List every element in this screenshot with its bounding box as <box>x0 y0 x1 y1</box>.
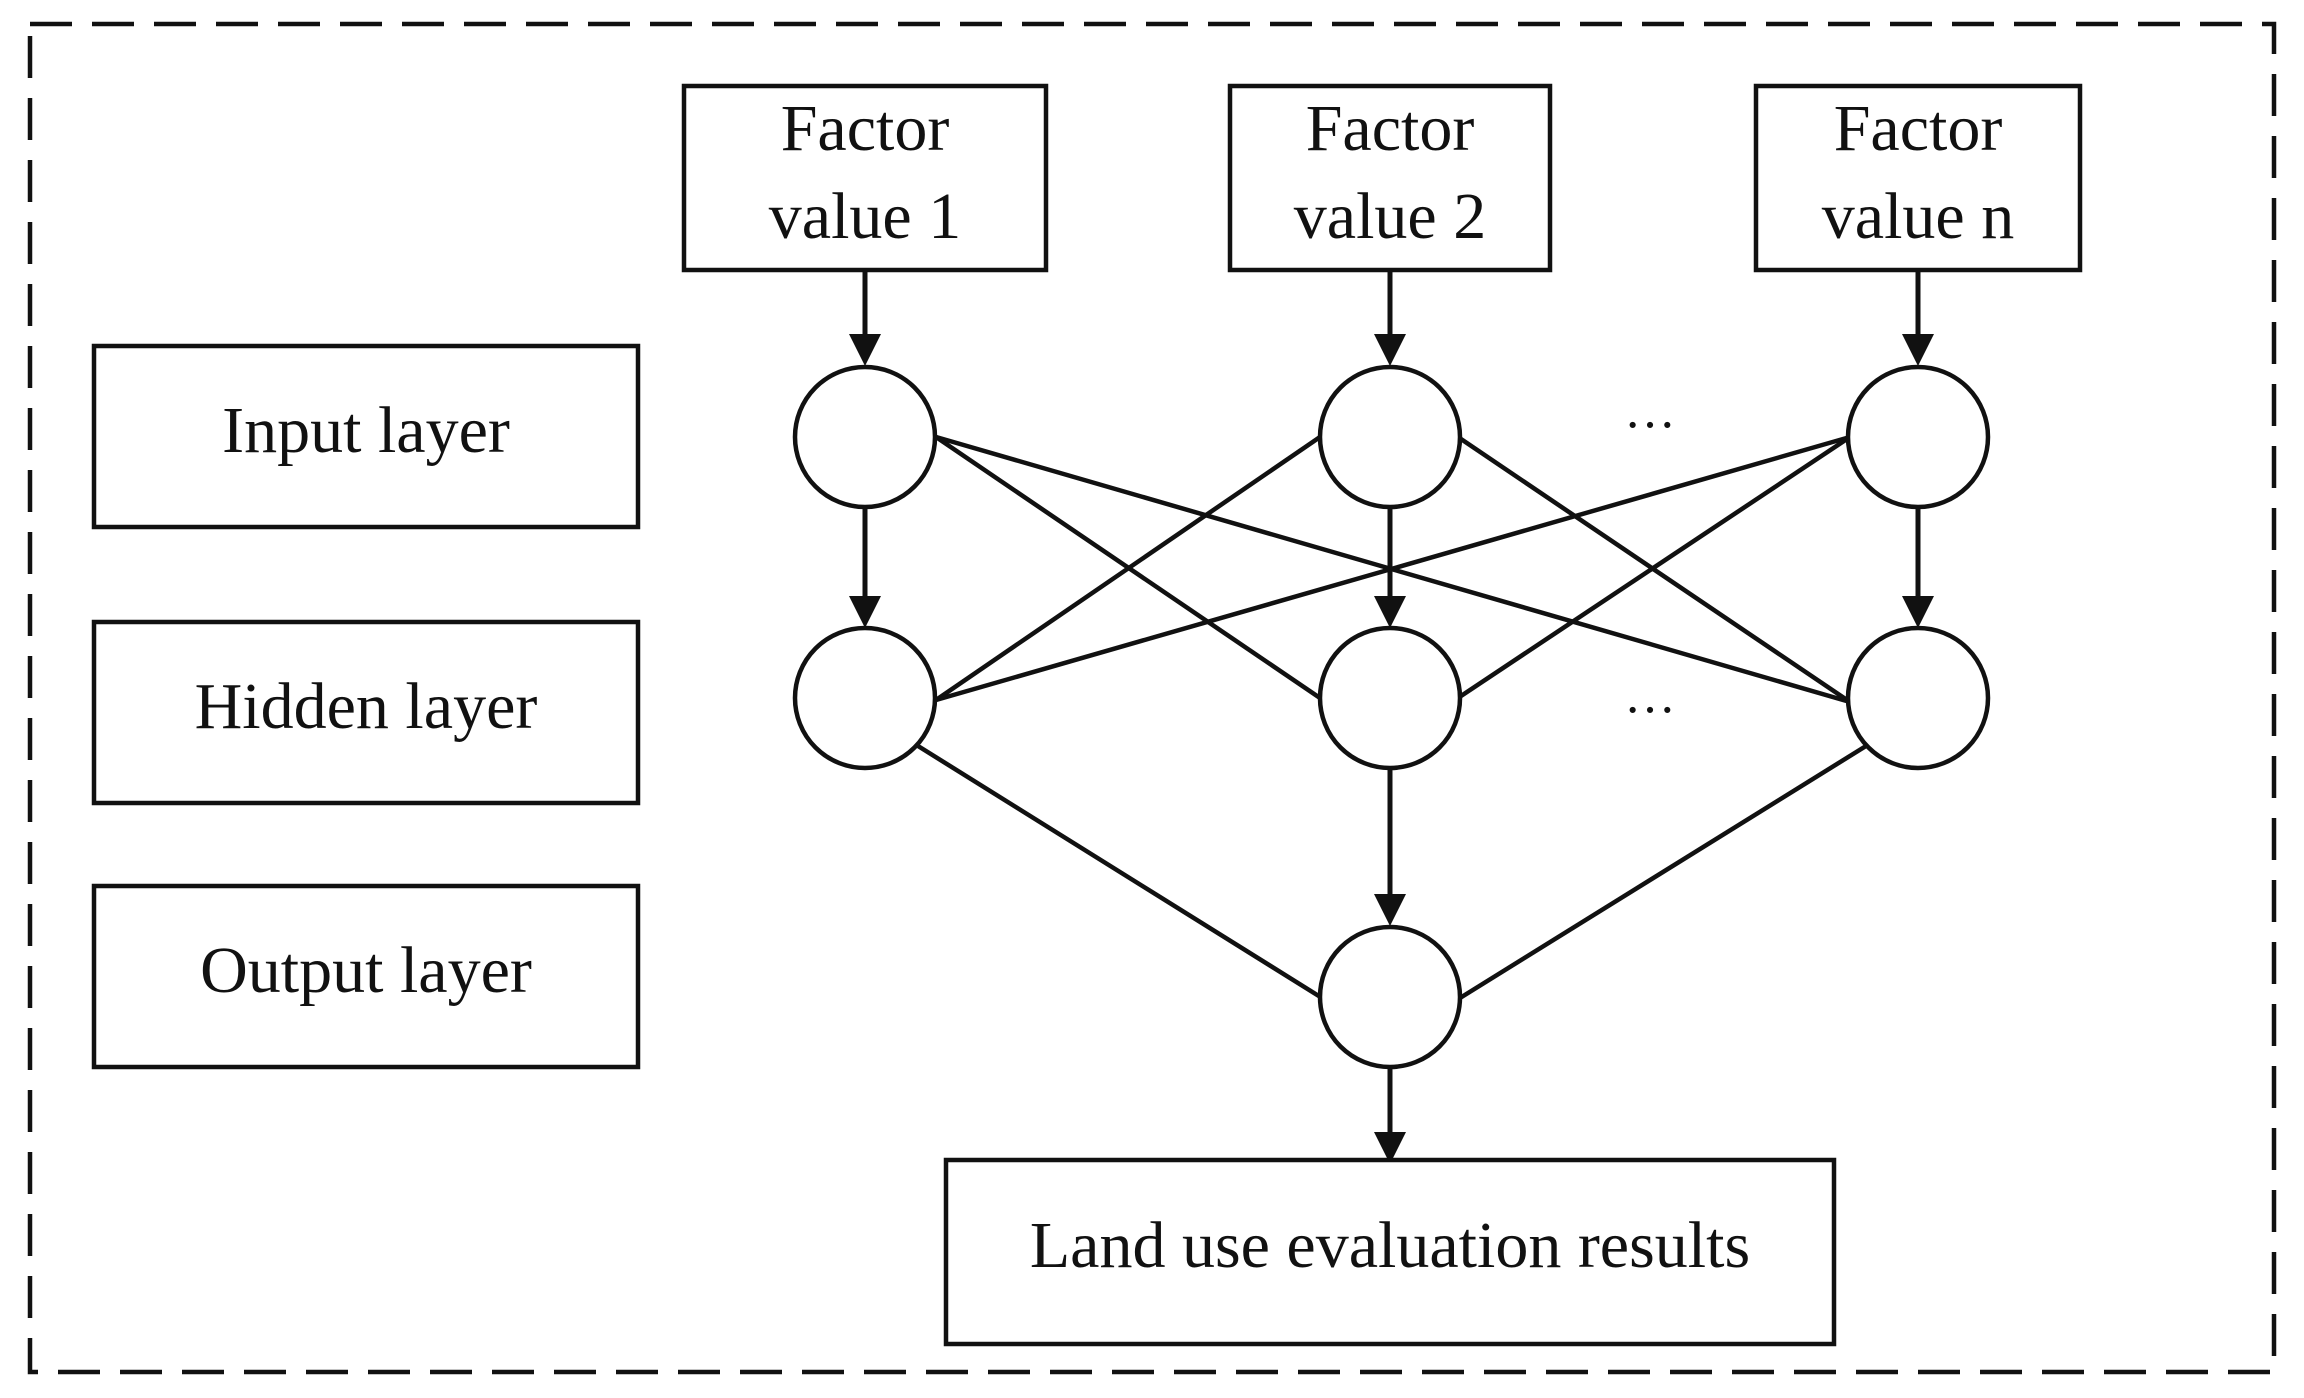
hidden-node-n <box>1845 625 1991 771</box>
factor-1-line1: Factor <box>781 92 950 165</box>
hidden-layer-nodes <box>792 625 1991 771</box>
factor-n-line2: value n <box>1822 180 2014 253</box>
input-hidden-connections <box>934 434 1852 705</box>
arrow-factor2-to-input <box>1374 270 1406 366</box>
factor-2-line2: value 2 <box>1294 180 1486 253</box>
edge-in3-hid1 <box>935 434 1851 703</box>
arrow-input2-to-hidden2 <box>1374 508 1406 628</box>
output-node <box>1317 924 1463 1070</box>
arrow-inputn-to-hiddenn <box>1902 508 1934 628</box>
arrow-input1-to-hidden1 <box>849 508 881 628</box>
edge-in3-hid2 <box>1456 435 1852 700</box>
input-node-2 <box>1317 364 1463 510</box>
hidden-node-1 <box>792 625 938 771</box>
layer-legend: Input layer Hidden layer Output layer <box>91 343 641 1070</box>
hidden-output-connections <box>916 744 1868 1000</box>
edge-hid1-out <box>916 744 1324 1000</box>
input-layer-box: Input layer <box>91 343 641 530</box>
input-node-n <box>1845 364 1991 510</box>
input-row-ellipsis: ··· <box>1624 397 1676 454</box>
hidden-row-ellipsis: ··· <box>1624 682 1676 739</box>
input-layer-label: Input layer <box>222 394 510 467</box>
result-box: Land use evaluation results <box>943 1157 1837 1347</box>
input-node-1 <box>792 364 938 510</box>
factor-box-1: Factor value 1 <box>681 83 1049 273</box>
factor-box-2: Factor value 2 <box>1227 83 1553 273</box>
arrow-output-to-result <box>1374 1068 1406 1164</box>
result-label: Land use evaluation results <box>1030 1209 1750 1282</box>
factor-2-line1: Factor <box>1306 92 1475 165</box>
factor-n-line1: Factor <box>1834 92 2003 165</box>
arrow-factorn-to-input <box>1902 270 1934 366</box>
output-layer-box: Output layer <box>91 883 641 1070</box>
arrow-factor1-to-input <box>849 270 881 366</box>
hidden-layer-label: Hidden layer <box>195 670 538 743</box>
output-layer-label: Output layer <box>200 934 532 1007</box>
arrow-hidden2-to-output <box>1374 769 1406 926</box>
factor-box-n: Factor value n <box>1753 83 2083 273</box>
input-layer-nodes <box>792 364 1991 510</box>
dashed-outer-frame <box>27 21 2277 1375</box>
edge-hid3-out <box>1458 744 1868 1000</box>
hidden-node-2 <box>1317 625 1463 771</box>
hidden-layer-box: Hidden layer <box>91 619 641 806</box>
edge-in2-hid1 <box>934 435 1322 702</box>
flow-arrows <box>849 270 1934 1164</box>
factor-1-line2: value 1 <box>769 180 961 253</box>
